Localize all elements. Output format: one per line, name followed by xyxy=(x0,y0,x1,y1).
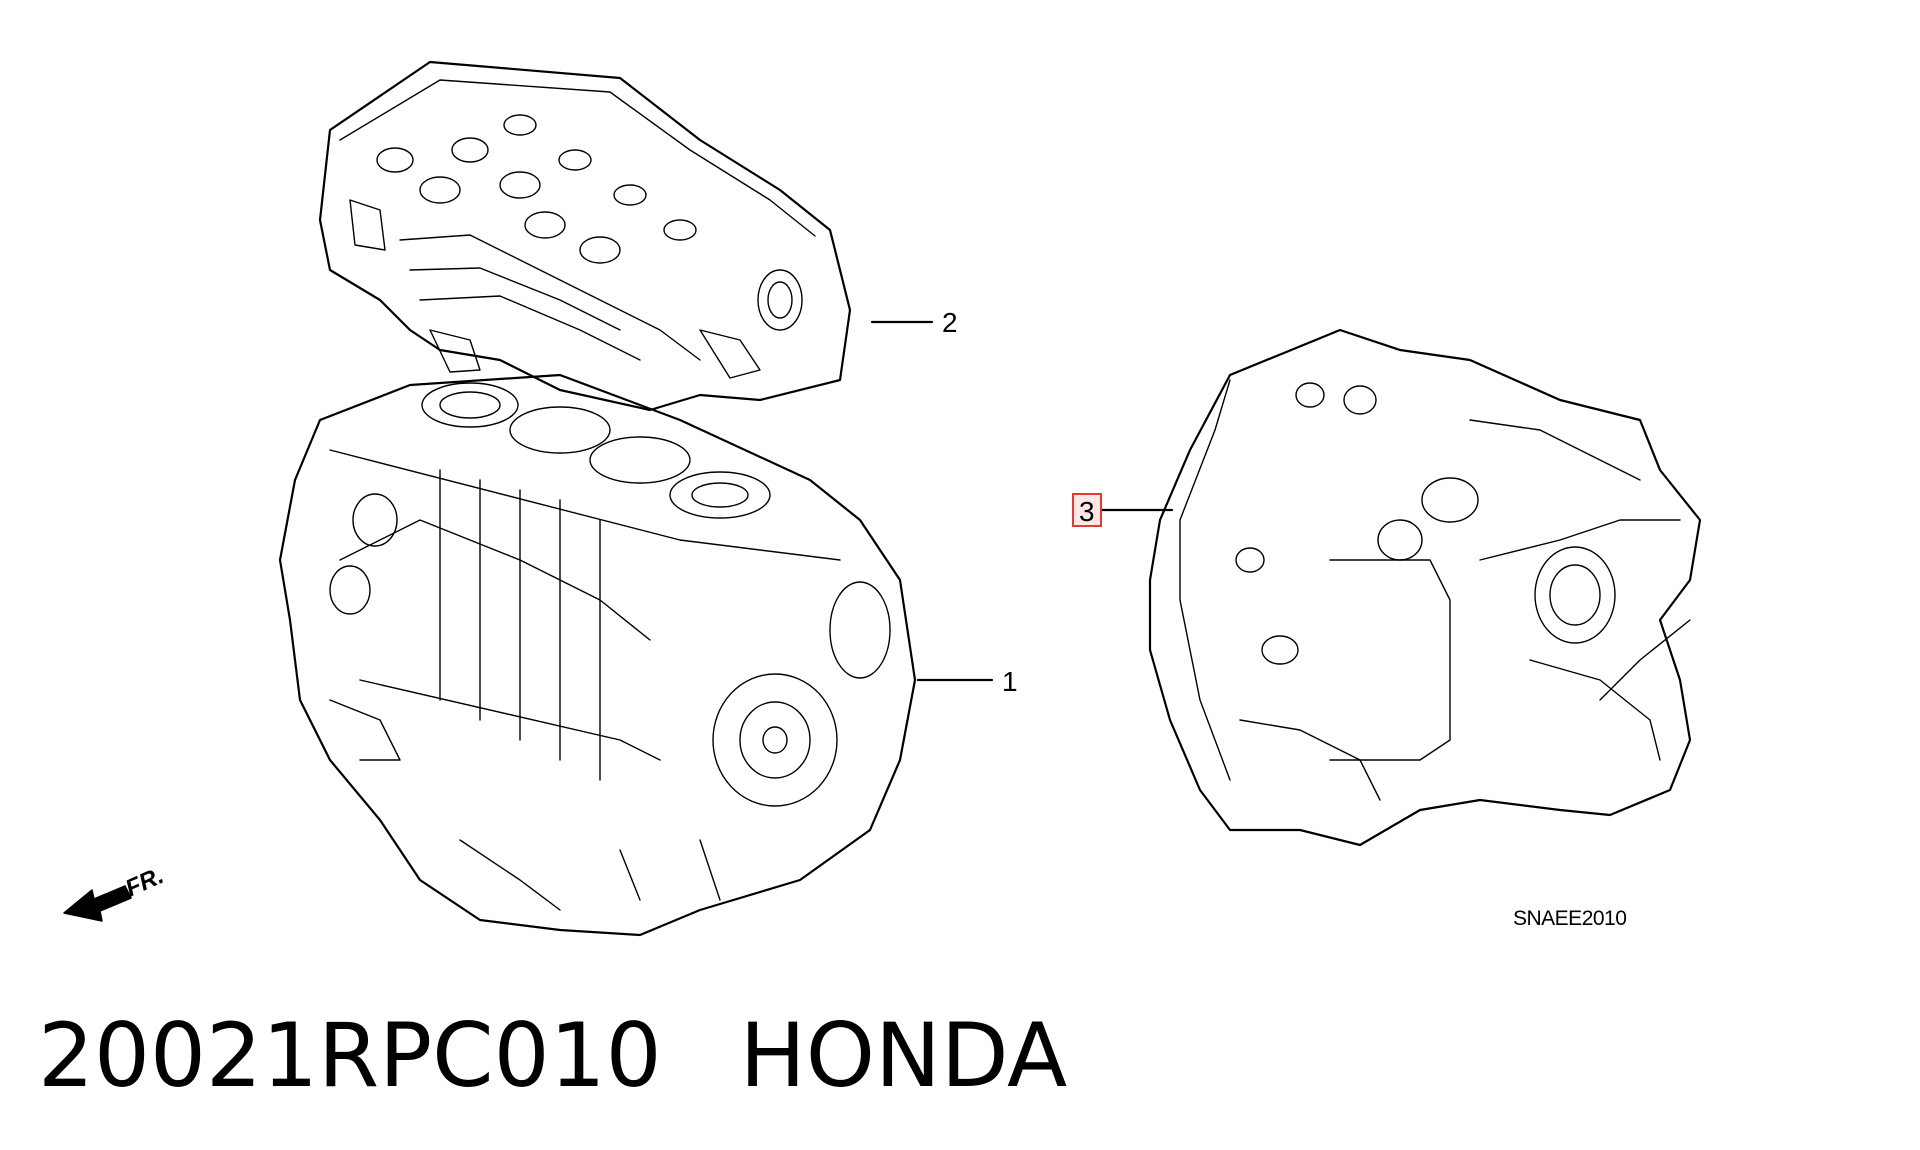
diagram-reference-code: SNAEE2010 xyxy=(1513,907,1626,930)
brand-name: HONDA xyxy=(739,1004,1068,1107)
engine-block-drawing xyxy=(278,373,917,937)
part-number: 20021RPC010 xyxy=(38,1004,662,1107)
callout-number-1: 1 xyxy=(1002,666,1018,697)
front-arrow-icon xyxy=(63,885,132,922)
callout-number-2: 2 xyxy=(942,307,958,338)
transmission-drawing xyxy=(1148,328,1702,847)
callout-3-highlight[interactable] xyxy=(1072,493,1102,527)
cylinder-head-drawing xyxy=(318,60,852,412)
front-direction-indicator: FR. xyxy=(63,862,168,922)
callout-number-3[interactable]: 3 xyxy=(1079,496,1095,527)
